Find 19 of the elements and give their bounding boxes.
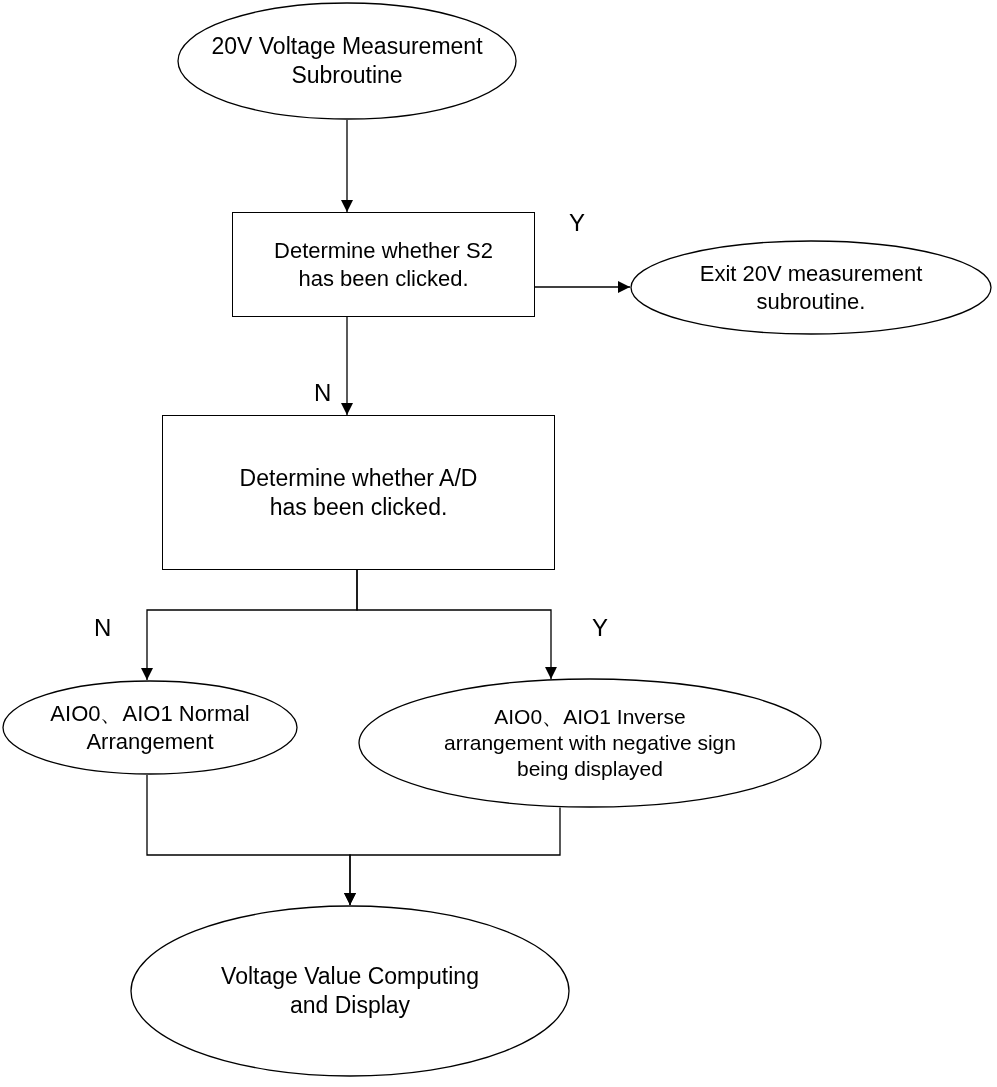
arrow (534, 281, 631, 293)
terminal-ellipse (358, 678, 822, 808)
terminal-ellipse (130, 905, 570, 1077)
process-box (162, 415, 555, 570)
node-text: 20V Voltage Measurement Subroutine (210, 32, 484, 90)
node-text: Determine whether S2 has been clicked. (273, 237, 494, 292)
arrow (341, 119, 353, 213)
node-text: Exit 20V measurement subroutine. (698, 260, 924, 315)
node-text: Determine whether A/D has been clicked. (238, 463, 479, 522)
process-box (232, 212, 535, 317)
arrow (341, 316, 353, 416)
terminal-ellipse (630, 240, 992, 335)
node-text: AIO0、AIO1 Normal Arrangement (49, 700, 251, 755)
node-text: AIO0、AIO1 Inverse arrangement with negative sign being displayed (443, 703, 737, 783)
arrow (344, 806, 561, 906)
terminal-ellipse (177, 2, 517, 120)
node-text: Voltage Value Computing and Display (220, 962, 480, 1020)
terminal-ellipse (2, 680, 298, 775)
arrow (356, 569, 557, 680)
